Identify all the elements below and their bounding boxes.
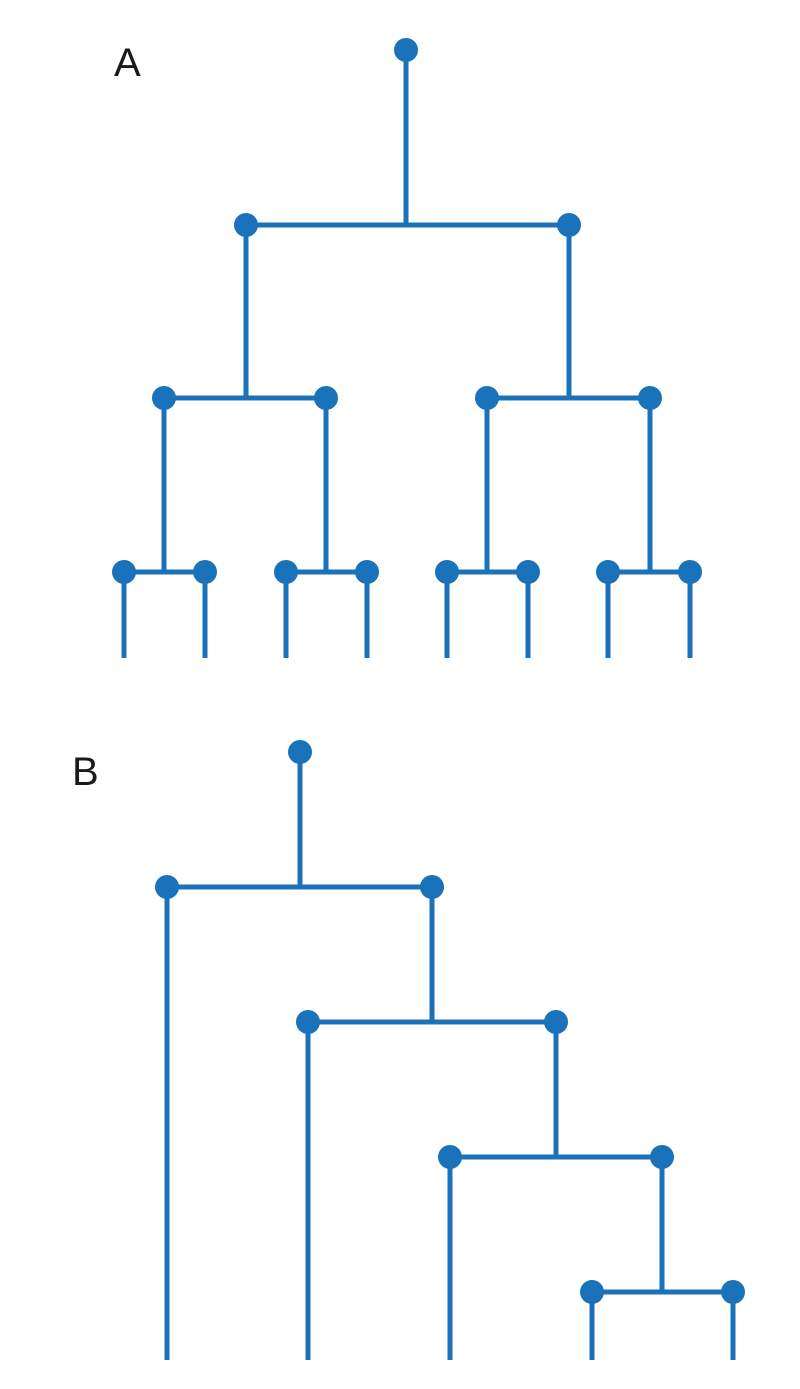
tree-node bbox=[155, 875, 179, 899]
tree-node bbox=[355, 560, 379, 584]
tree-node bbox=[274, 560, 298, 584]
panel-a-label: A bbox=[114, 41, 141, 85]
tree-node bbox=[678, 560, 702, 584]
pectinate-tree bbox=[155, 740, 745, 1360]
panel-b-label: B bbox=[72, 750, 99, 794]
root-node bbox=[288, 740, 312, 764]
tree-node bbox=[475, 386, 499, 410]
tree-node bbox=[112, 560, 136, 584]
tree-node bbox=[193, 560, 217, 584]
balanced-tree bbox=[112, 38, 702, 658]
panel-a: A bbox=[112, 38, 702, 658]
tree-node bbox=[580, 1280, 604, 1304]
tree-node bbox=[314, 386, 338, 410]
tree-node bbox=[152, 386, 176, 410]
root-node bbox=[394, 38, 418, 62]
tree-node bbox=[544, 1010, 568, 1034]
tree-node bbox=[638, 386, 662, 410]
tree-node bbox=[234, 213, 258, 237]
tree-node bbox=[296, 1010, 320, 1034]
tree-node bbox=[557, 213, 581, 237]
tree-node bbox=[596, 560, 620, 584]
tree-node bbox=[721, 1280, 745, 1304]
panel-b: B bbox=[72, 740, 745, 1360]
tree-node bbox=[435, 560, 459, 584]
tree-node bbox=[438, 1145, 462, 1169]
tree-node bbox=[420, 875, 444, 899]
tree-node bbox=[650, 1145, 674, 1169]
tree-node bbox=[516, 560, 540, 584]
